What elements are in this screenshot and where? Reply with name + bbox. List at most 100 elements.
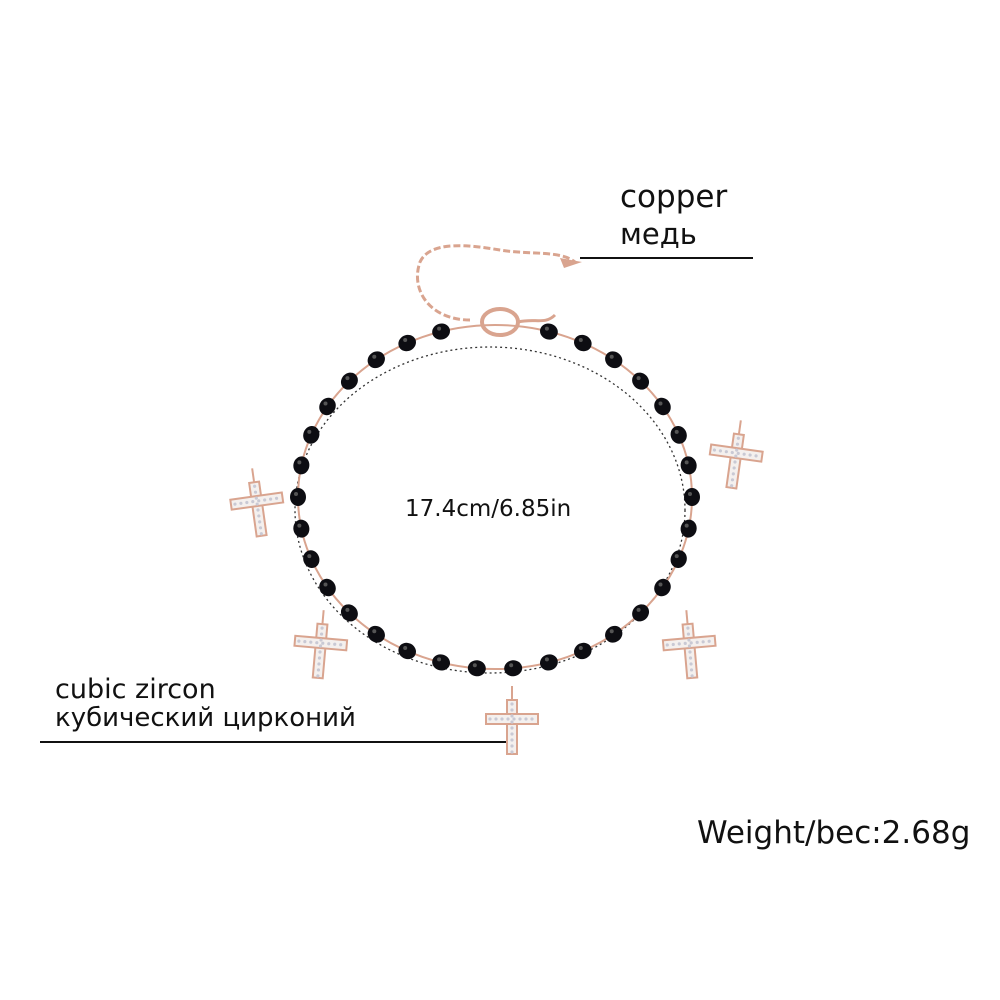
material-label-ru: медь xyxy=(620,217,697,251)
zircon-stone xyxy=(297,639,301,643)
zircon-stone xyxy=(748,453,752,457)
size-label: 17.4cm/6.85in xyxy=(405,496,572,522)
bead-highlight xyxy=(372,354,377,359)
zircon-stone xyxy=(319,638,323,642)
bead-highlight xyxy=(437,326,442,331)
black-bead xyxy=(654,397,671,416)
zircon-stone xyxy=(712,448,717,452)
black-bead xyxy=(367,351,385,369)
black-bead xyxy=(680,519,697,538)
bead-highlight xyxy=(688,492,692,496)
zircon-stone xyxy=(333,642,337,646)
bead-highlight xyxy=(636,376,641,381)
zircon-stone xyxy=(736,436,740,440)
bead-highlight xyxy=(578,645,583,650)
black-bead xyxy=(303,425,320,444)
zircon-stone xyxy=(319,632,324,636)
zircon-stone xyxy=(688,650,692,654)
material-pointer-line xyxy=(580,257,753,259)
zircon-stone xyxy=(269,497,273,501)
zircon-stone xyxy=(510,708,514,712)
zircon-stone xyxy=(316,674,320,678)
zircon-stone xyxy=(510,726,514,730)
zircon-stone xyxy=(688,656,693,660)
size-circle-dotted xyxy=(294,346,686,674)
zircon-stone xyxy=(742,452,746,456)
zircon-stone xyxy=(736,451,740,455)
bead-highlight xyxy=(403,338,408,343)
zircon-stone xyxy=(754,454,758,458)
material-label-en: copper xyxy=(620,179,728,215)
stone-pointer-line xyxy=(40,741,506,743)
black-bead xyxy=(539,323,558,340)
cross-horizontal xyxy=(661,634,717,652)
cross-horizontal xyxy=(708,443,764,463)
zircon-stone xyxy=(263,498,267,502)
zircon-stone xyxy=(317,662,321,666)
bead-highlight xyxy=(544,657,549,662)
zircon-stone xyxy=(686,626,690,630)
zircon-stone xyxy=(518,717,522,721)
cross-charm xyxy=(229,468,285,538)
stone-label-en: cubic zircon xyxy=(55,674,216,705)
bead-highlight xyxy=(403,645,408,650)
black-bead xyxy=(632,372,650,390)
zircon-stone xyxy=(724,450,728,454)
clasp-ring xyxy=(517,313,557,324)
zircon-stone xyxy=(701,640,705,644)
black-bead xyxy=(605,625,623,643)
zircon-stone xyxy=(730,478,735,482)
bead-highlight xyxy=(297,523,302,528)
zircon-stone xyxy=(677,642,681,646)
zircon-stone xyxy=(730,484,734,488)
black-bead xyxy=(574,642,592,660)
zircon-stone xyxy=(510,744,514,748)
bead-highlight xyxy=(544,326,549,331)
black-bead xyxy=(670,425,687,444)
cross-horizontal xyxy=(229,491,285,511)
zircon-stone xyxy=(735,442,740,446)
bead-highlight xyxy=(372,629,377,634)
black-bead xyxy=(432,654,451,671)
stone-label-ru: кубический цирконий xyxy=(55,703,356,733)
lobster-clasp xyxy=(480,307,520,337)
zircon-stone xyxy=(254,496,258,500)
zircon-stone xyxy=(257,499,261,503)
zircon-stone xyxy=(734,454,738,458)
black-bead xyxy=(340,372,358,390)
zircon-stone xyxy=(317,656,322,660)
bead-highlight xyxy=(578,338,583,343)
zircon-stone xyxy=(500,717,504,721)
zircon-stone xyxy=(707,639,711,643)
black-bead xyxy=(574,334,592,352)
black-bead xyxy=(293,456,310,475)
zircon-stone xyxy=(256,508,260,512)
bead-highlight xyxy=(684,460,689,465)
zircon-stone xyxy=(318,644,323,648)
zircon-stone xyxy=(251,500,255,504)
zircon-stone xyxy=(274,496,279,500)
zircon-stone xyxy=(687,638,691,642)
bead-highlight xyxy=(323,401,328,406)
zircon-stone xyxy=(510,702,514,706)
zircon-stone xyxy=(735,448,739,452)
zircon-stone xyxy=(321,641,325,645)
black-bead xyxy=(539,654,558,671)
black-bead xyxy=(293,519,310,538)
zircon-stone xyxy=(687,644,692,648)
black-bead xyxy=(319,578,336,597)
black-beads xyxy=(290,323,700,677)
black-bead xyxy=(290,488,306,506)
black-bead xyxy=(605,351,623,369)
zircon-stone xyxy=(506,717,510,721)
zircon-stone xyxy=(512,717,516,721)
zircon-stone xyxy=(339,643,343,647)
bead-highlight xyxy=(294,492,298,496)
zircon-stone xyxy=(253,484,257,488)
zircon-stone xyxy=(303,640,307,644)
zircon-stone xyxy=(731,472,735,476)
zircon-stone xyxy=(510,714,514,718)
zircon-stone xyxy=(316,668,321,672)
